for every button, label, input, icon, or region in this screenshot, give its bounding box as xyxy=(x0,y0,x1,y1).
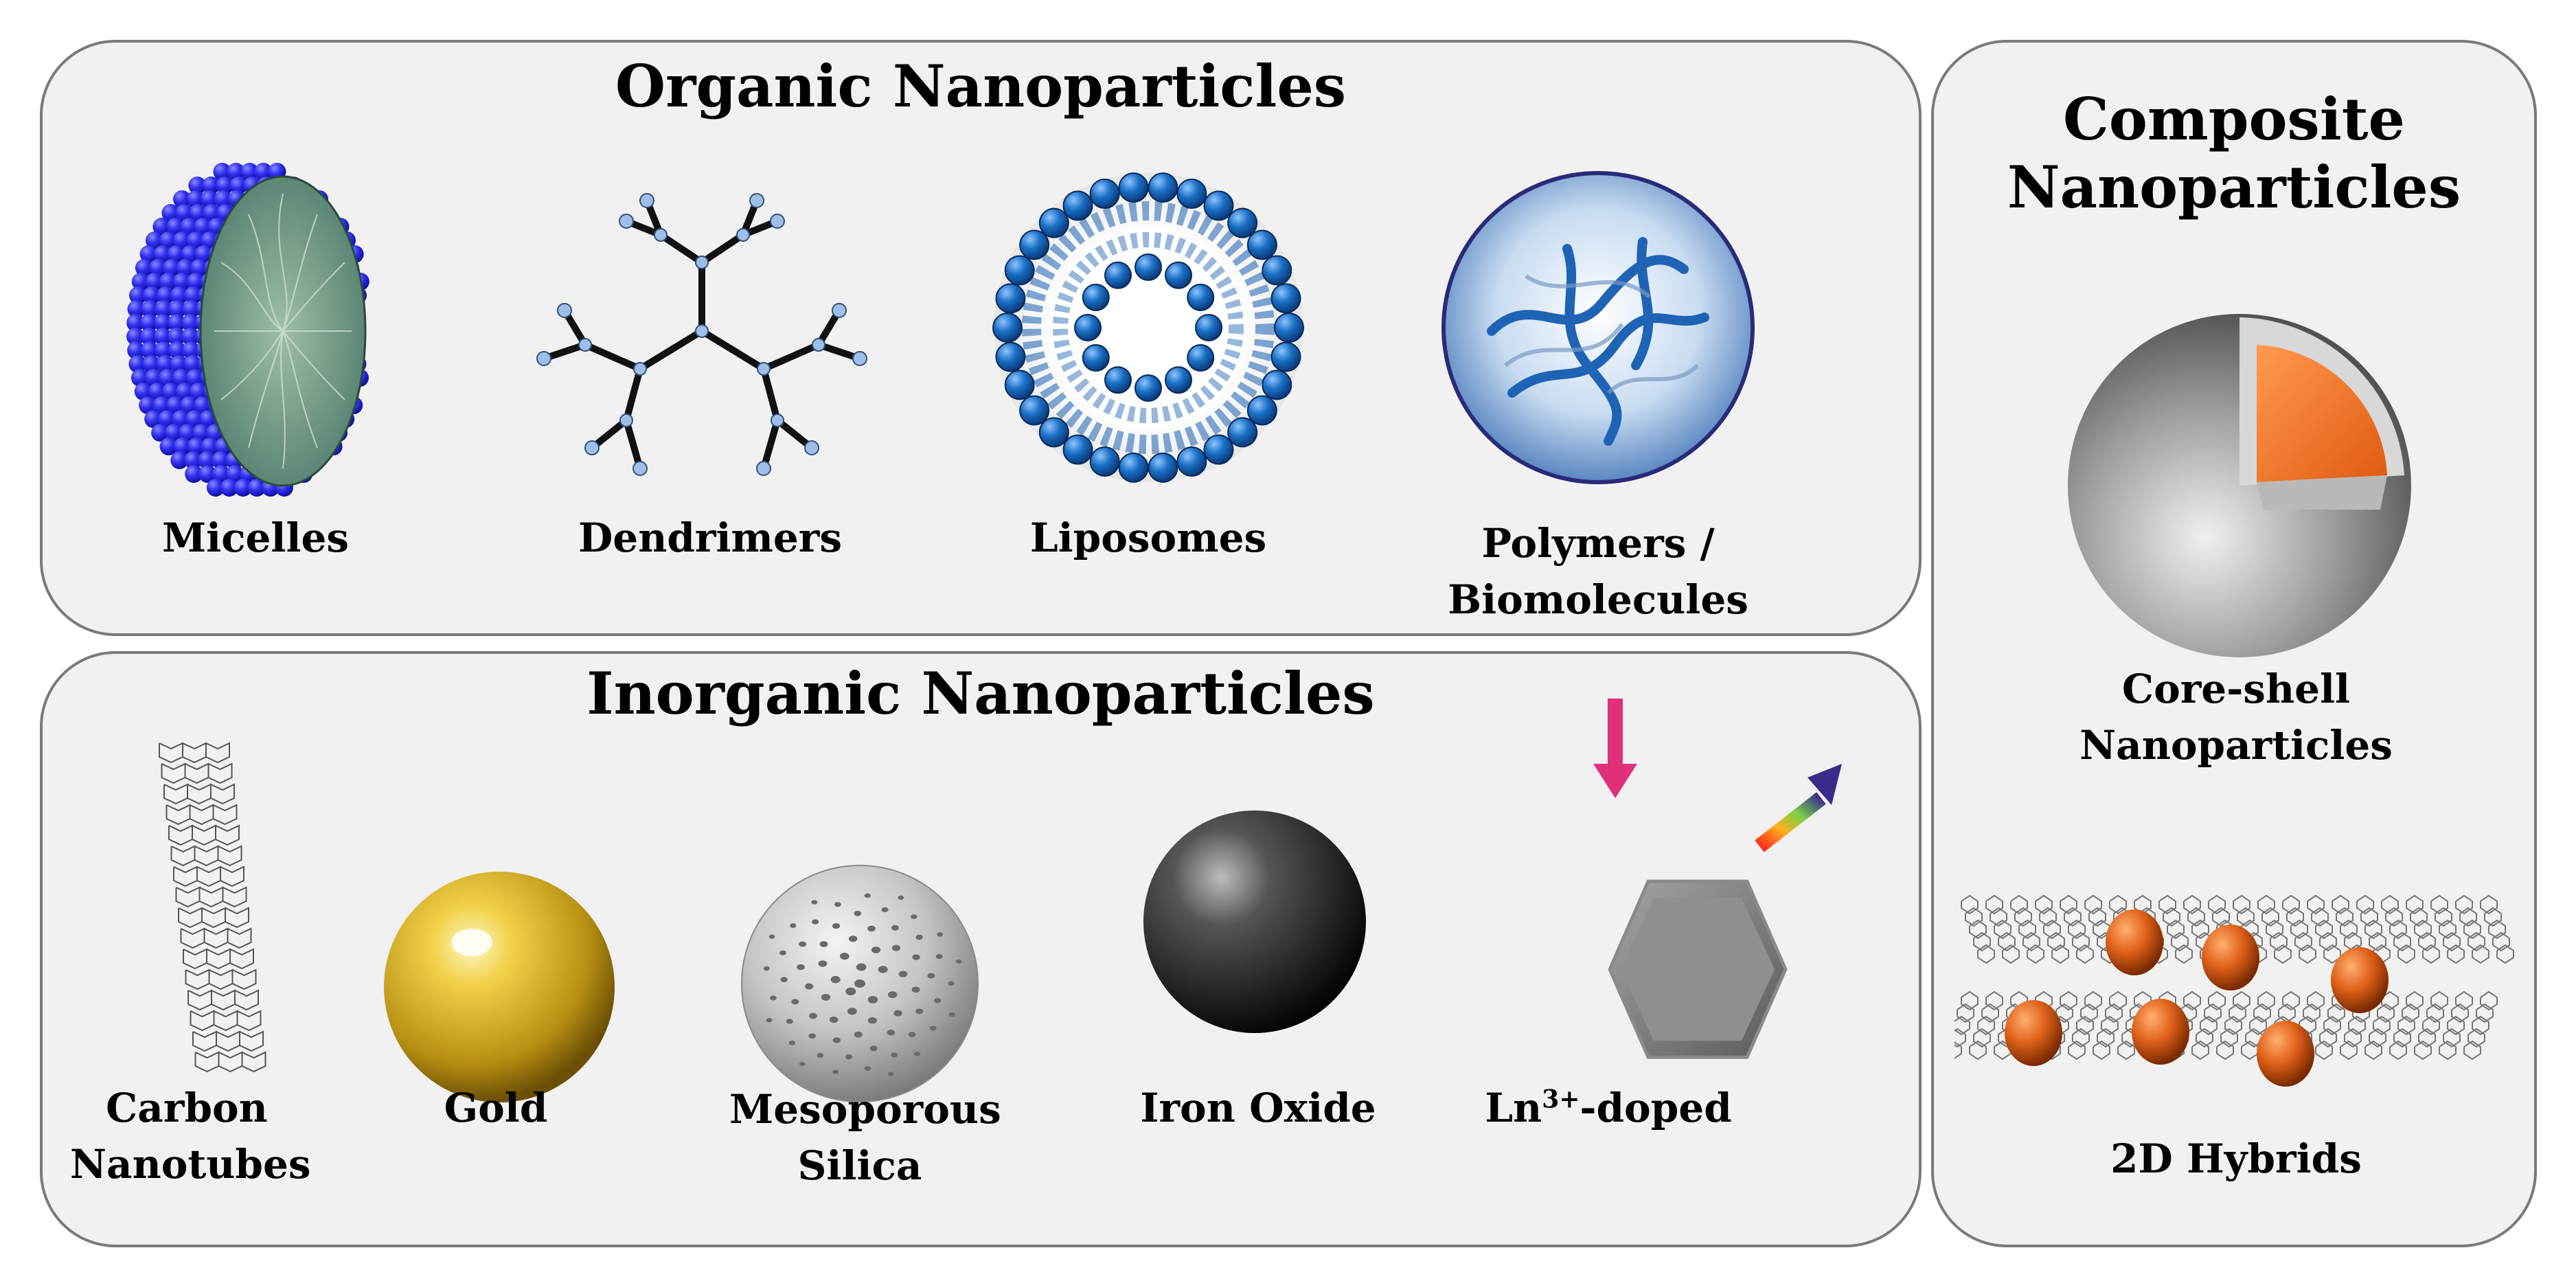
ln-doped-illustration xyxy=(1478,695,1862,1080)
ln-doped-prefix: Ln xyxy=(1485,1085,1542,1131)
organic-nanoparticles-panel: Organic Nanoparticles Mi xyxy=(40,40,1922,636)
silica-label-line2: Silica xyxy=(797,1142,922,1189)
dendrimer-illustration xyxy=(523,187,880,489)
2d-hybrid-illustration xyxy=(1954,874,2518,1121)
gold-label: Gold xyxy=(444,1085,548,1131)
ln-doped-suffix: -doped xyxy=(1580,1085,1732,1131)
core-shell-label-line1: Core-shell xyxy=(2121,666,2351,712)
polymers-label-line1: Polymers / xyxy=(1481,520,1715,567)
2d-hybrids-label: 2D Hybrids xyxy=(2110,1135,2362,1182)
liposomes-label: Liposomes xyxy=(1029,514,1267,561)
mesoporous-silica-label: Mesoporous Silica xyxy=(729,1081,1001,1194)
liposome-illustration xyxy=(983,163,1313,492)
composite-nanoparticles-panel: Composite Nanoparticles Core-shell Nanop… xyxy=(1931,40,2537,1247)
mesoporous-silica-illustration xyxy=(740,860,980,1107)
silica-label-line1: Mesoporous xyxy=(729,1086,1001,1133)
core-shell-illustration xyxy=(2064,304,2421,661)
inorganic-nanoparticles-panel: Inorganic Nanoparticles Carbon Nanotubes… xyxy=(40,651,1922,1247)
carbon-label-line2: Nanotubes xyxy=(70,1141,311,1188)
polymer-illustration xyxy=(1430,166,1766,489)
core-shell-label: Core-shell Nanoparticles xyxy=(2003,661,2470,773)
micelles-label: Micelles xyxy=(161,514,350,561)
core-shell-label-line2: Nanoparticles xyxy=(2079,722,2393,769)
carbon-nanotube-illustration xyxy=(111,729,276,1073)
composite-title-line2: Nanoparticles xyxy=(2007,153,2461,222)
inorganic-title: Inorganic Nanoparticles xyxy=(586,659,1375,727)
dendrimers-label: Dendrimers xyxy=(578,514,842,561)
carbon-label-line1: Carbon xyxy=(106,1085,268,1131)
polymers-biomolecules-label: Polymers / Biomolecules xyxy=(1423,515,1773,628)
iron-oxide-label: Iron Oxide xyxy=(1140,1085,1376,1131)
carbon-nanotubes-label: Carbon Nanotubes xyxy=(70,1080,311,1192)
composite-title: Composite Nanoparticles xyxy=(1934,85,2534,221)
ln-doped-label: Ln3+-doped xyxy=(1471,1080,1746,1136)
micelle-illustration xyxy=(125,152,386,510)
ln-doped-superscript: 3+ xyxy=(1542,1085,1580,1114)
iron-oxide-illustration xyxy=(1141,805,1368,1039)
gold-nanoparticle-illustration xyxy=(379,867,619,1107)
composite-title-line1: Composite xyxy=(2063,85,2405,153)
polymers-label-line2: Biomolecules xyxy=(1448,576,1748,623)
organic-title: Organic Nanoparticles xyxy=(615,52,1347,120)
